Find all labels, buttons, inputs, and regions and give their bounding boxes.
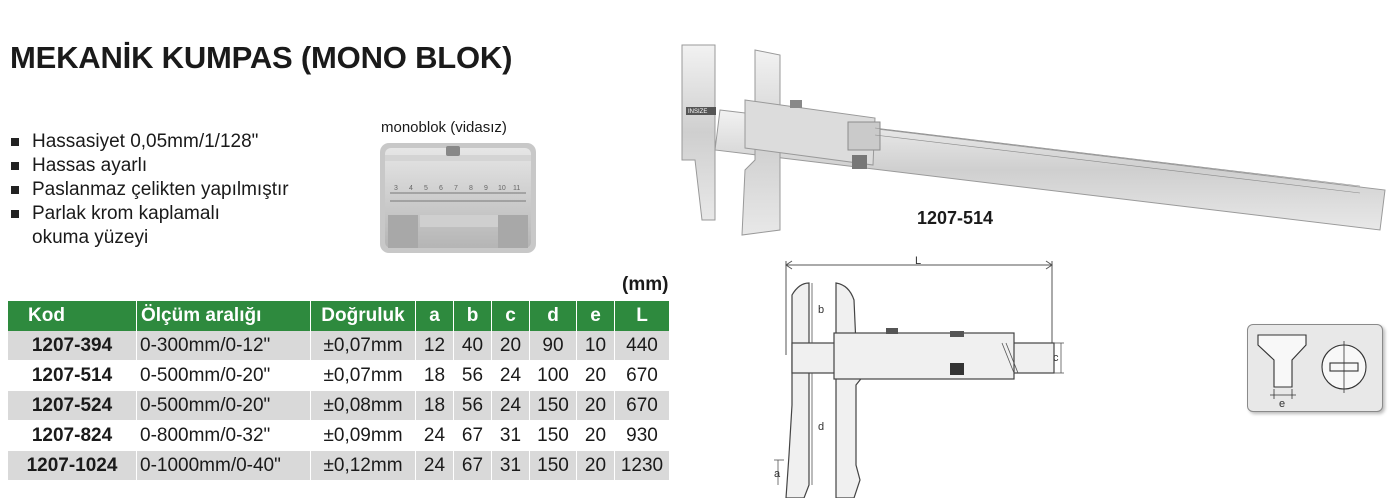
cell-accuracy: ±0,08mm <box>310 390 416 421</box>
column-header-accuracy: Doğruluk <box>310 301 416 331</box>
feature-item: Hassasiyet 0,05mm/1/128" <box>10 130 289 154</box>
cell-a: 18 <box>415 390 454 421</box>
cell-l: 670 <box>614 390 670 421</box>
dimension-diagram: L b c d a <box>774 255 1064 498</box>
cell-accuracy: ±0,07mm <box>310 331 416 361</box>
feature-item: Paslanmaz çelikten yapılmıştır <box>10 178 289 202</box>
column-header-kod: Kod <box>8 301 137 331</box>
cell-accuracy: ±0,12mm <box>310 450 416 481</box>
dim-label-a: a <box>774 468 781 480</box>
table-row: 1207-524 0-500mm/0-20" ±0,08mm 18 56 24 … <box>8 390 670 421</box>
spec-table: Kod Ölçüm aralığı Doğruluk a b c d e L 1… <box>8 301 670 481</box>
scale-number: 8 <box>469 185 473 192</box>
feature-item: Parlak krom kaplamalı <box>10 202 289 226</box>
cell-code: 1207-524 <box>8 390 137 421</box>
table-row: 1207-394 0-300mm/0-12" ±0,07mm 12 40 20 … <box>8 331 670 361</box>
cell-l: 930 <box>614 420 670 451</box>
cell-code: 1207-514 <box>8 360 137 391</box>
dim-label-l: L <box>915 255 921 267</box>
column-header-c: c <box>491 301 530 331</box>
dim-label-b: b <box>818 304 824 316</box>
cell-b: 56 <box>453 360 492 391</box>
cell-d: 100 <box>529 360 577 391</box>
feature-item: Hassas ayarlı <box>10 154 289 178</box>
cell-b: 56 <box>453 390 492 421</box>
column-header-range: Ölçüm aralığı <box>136 301 311 331</box>
column-header-e: e <box>576 301 615 331</box>
cell-c: 31 <box>491 450 530 481</box>
scale-number: 7 <box>454 185 458 192</box>
dim-label-c: c <box>1053 352 1059 364</box>
dim-label-d: d <box>818 421 824 433</box>
caliper-photo: INSIZE <box>681 44 1386 236</box>
unit-label: (mm) <box>622 274 669 295</box>
jaw-detail-box: e <box>1247 324 1383 412</box>
cell-e: 20 <box>576 360 615 391</box>
cell-l: 1230 <box>614 450 670 481</box>
page-title: MEKANİK KUMPAS (MONO BLOK) <box>10 40 513 75</box>
scale-number: 3 <box>394 185 398 192</box>
cell-b: 40 <box>453 331 492 361</box>
table-row: 1207-824 0-800mm/0-32" ±0,09mm 24 67 31 … <box>8 420 670 451</box>
cell-d: 90 <box>529 331 577 361</box>
cell-code: 1207-1024 <box>8 450 137 481</box>
column-header-b: b <box>453 301 492 331</box>
table-header-row: Kod Ölçüm aralığı Doğruluk a b c d e L <box>8 301 670 331</box>
monoblock-closeup-drawing: 3 4 5 6 7 8 9 10 11 <box>385 146 531 248</box>
cell-range: 0-300mm/0-12" <box>136 331 311 361</box>
cell-d: 150 <box>529 390 577 421</box>
cell-b: 67 <box>453 420 492 451</box>
monoblock-closeup-image: 3 4 5 6 7 8 9 10 11 <box>380 143 536 253</box>
cell-d: 150 <box>529 420 577 451</box>
scale-number: 9 <box>484 185 488 192</box>
feature-item-continued: okuma yüzeyi <box>32 227 149 248</box>
cell-code: 1207-394 <box>8 331 137 361</box>
cell-accuracy: ±0,07mm <box>310 360 416 391</box>
cell-c: 31 <box>491 420 530 451</box>
table-row: 1207-1024 0-1000mm/0-40" ±0,12mm 24 67 3… <box>8 450 670 481</box>
cell-l: 440 <box>614 331 670 361</box>
cell-a: 18 <box>415 360 454 391</box>
column-header-l: L <box>614 301 670 331</box>
cell-c: 24 <box>491 360 530 391</box>
scale-number: 6 <box>439 185 443 192</box>
jaw-detail-drawing: e <box>1257 334 1367 410</box>
scale-number: 10 <box>498 185 506 192</box>
cell-b: 67 <box>453 450 492 481</box>
dim-label-e: e <box>1279 398 1285 410</box>
monoblock-label: monoblok (vidasız) <box>381 119 507 136</box>
scale-number: 4 <box>409 185 413 192</box>
caliper-model-label: 1207-514 <box>917 208 994 228</box>
cell-a: 24 <box>415 450 454 481</box>
cell-code: 1207-824 <box>8 420 137 451</box>
cell-e: 20 <box>576 420 615 451</box>
cell-a: 12 <box>415 331 454 361</box>
cell-e: 10 <box>576 331 615 361</box>
cell-range: 0-500mm/0-20" <box>136 360 311 391</box>
cell-range: 0-800mm/0-32" <box>136 420 311 451</box>
cell-c: 24 <box>491 390 530 421</box>
scale-number: 5 <box>424 185 428 192</box>
column-header-d: d <box>529 301 577 331</box>
cell-a: 24 <box>415 420 454 451</box>
column-header-a: a <box>415 301 454 331</box>
cell-range: 0-500mm/0-20" <box>136 390 311 421</box>
cell-e: 20 <box>576 450 615 481</box>
cell-accuracy: ±0,09mm <box>310 420 416 451</box>
scale-number: 11 <box>513 185 520 192</box>
brand-label: INSIZE <box>688 109 707 115</box>
cell-c: 20 <box>491 331 530 361</box>
cell-d: 150 <box>529 450 577 481</box>
cell-l: 670 <box>614 360 670 391</box>
feature-list: Hassasiyet 0,05mm/1/128" Hassas ayarlı P… <box>10 130 289 250</box>
cell-range: 0-1000mm/0-40" <box>136 450 311 481</box>
cell-e: 20 <box>576 390 615 421</box>
table-row: 1207-514 0-500mm/0-20" ±0,07mm 18 56 24 … <box>8 360 670 391</box>
